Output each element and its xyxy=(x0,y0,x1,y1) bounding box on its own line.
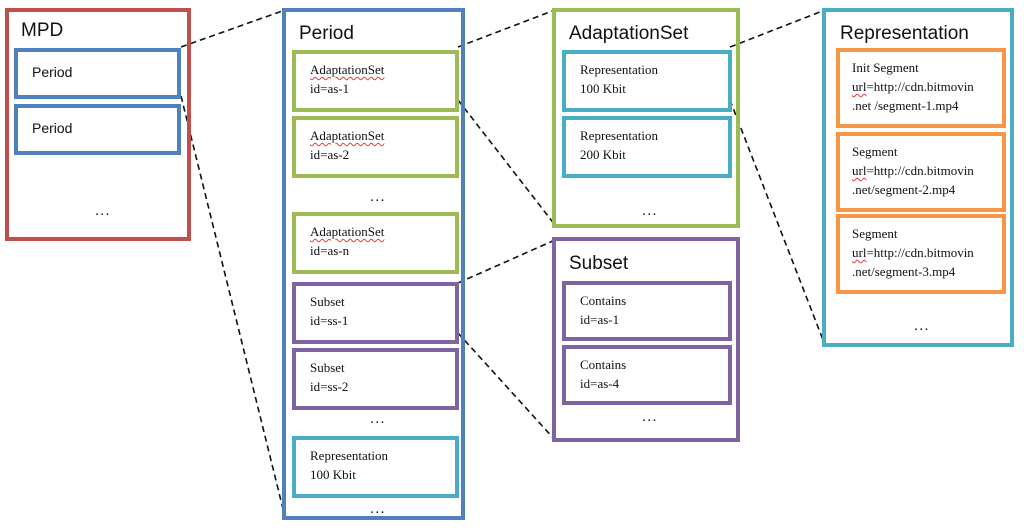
subset-box: Subset Contains id=as-1 Contains id=as-4… xyxy=(552,237,740,442)
adaptation-set-representation-1: Representation 100 Kbit xyxy=(562,50,732,112)
adaptation-set-1-id: id=as-1 xyxy=(310,81,350,96)
adaptation-set-n-id: id=as-n xyxy=(310,243,350,258)
adaptation-set-representation-2: Representation 200 Kbit xyxy=(562,116,732,178)
connector-period-adaptation-top xyxy=(457,9,556,48)
subset-2-id: id=ss-2 xyxy=(310,379,349,394)
period-representation: Representation 100 Kbit xyxy=(292,436,459,498)
subset-ellipsis: ... xyxy=(642,408,658,425)
representation-box: Representation Init Segment url=http://c… xyxy=(822,8,1014,347)
connector-mpd-period-bottom xyxy=(180,95,286,518)
subset-contains-2-id: id=as-4 xyxy=(580,376,620,391)
period-adaptation-set-1: AdaptationSet id=as-1 xyxy=(292,50,459,112)
adaptation-set-box: AdaptationSet Representation 100 Kbit Re… xyxy=(552,8,740,228)
mpd-period-2: Period xyxy=(14,104,181,155)
period-adaptation-set-2: AdaptationSet id=as-2 xyxy=(292,116,459,178)
subset-contains-1-id: id=as-1 xyxy=(580,312,620,327)
mpd-period-2-label: Period xyxy=(32,120,73,136)
segment-2-url-key: url xyxy=(852,163,867,178)
segment-2-url-rest: =http://cdn.bitmovin xyxy=(866,163,974,178)
period-adaptation-set-n: AdaptationSet id=as-n xyxy=(292,212,459,274)
as-representation-1-bitrate: 100 Kbit xyxy=(580,81,626,96)
period-subset-2: Subset id=ss-2 xyxy=(292,348,459,410)
period-box: Period AdaptationSet id=as-1 AdaptationS… xyxy=(282,8,465,520)
as-representation-2-bitrate: 200 Kbit xyxy=(580,147,626,162)
period-representation-name: Representation xyxy=(310,448,388,463)
adaptation-set-title: AdaptationSet xyxy=(569,23,689,44)
subset-1-name: Subset xyxy=(310,294,345,309)
segment-2: Segment url=http://cdn.bitmovin .net/seg… xyxy=(836,132,1006,212)
representation-title: Representation xyxy=(840,23,969,44)
adaptation-set-n-name: AdaptationSet xyxy=(310,224,385,239)
subset-contains-2: Contains id=as-4 xyxy=(562,345,732,405)
connector-mpd-period-top xyxy=(180,9,286,48)
init-segment-url-key: url xyxy=(852,79,867,94)
mpd-period-1-label: Period xyxy=(32,64,73,80)
as-representation-1-name: Representation xyxy=(580,62,658,77)
as-representation-2-name: Representation xyxy=(580,128,658,143)
period-subset-1: Subset id=ss-1 xyxy=(292,282,459,344)
connector-period-adaptation-bottom xyxy=(457,99,556,226)
adaptation-set-2-id: id=as-2 xyxy=(310,147,350,162)
mpd-title: MPD xyxy=(21,20,64,41)
segment-3-url-line2: .net/segment-3.mp4 xyxy=(852,264,956,279)
subset-title: Subset xyxy=(569,253,629,274)
subset-contains-1: Contains id=as-1 xyxy=(562,281,732,341)
init-segment: Init Segment url=http://cdn.bitmovin .ne… xyxy=(836,48,1006,128)
connector-period-subset-bottom xyxy=(457,332,556,441)
init-segment-name: Init Segment xyxy=(852,60,919,75)
mpd-period-1: Period xyxy=(14,48,181,99)
adaptation-set-ellipsis: ... xyxy=(642,202,658,219)
adaptation-set-1-name: AdaptationSet xyxy=(310,62,385,77)
subset-contains-2-name: Contains xyxy=(580,357,627,372)
mpd-ellipsis: ... xyxy=(95,202,111,219)
segment-3-name: Segment xyxy=(852,226,898,241)
subset-1-id: id=ss-1 xyxy=(310,313,349,328)
period-title: Period xyxy=(299,23,354,44)
period-representation-bitrate: 100 Kbit xyxy=(310,467,356,482)
connector-period-subset-top xyxy=(457,239,556,284)
subset-2-name: Subset xyxy=(310,360,345,375)
representation-ellipsis: ... xyxy=(914,317,930,334)
connector-adaptation-representation-bottom xyxy=(729,99,826,346)
segment-2-url-line2: .net/segment-2.mp4 xyxy=(852,182,956,197)
segment-3: Segment url=http://cdn.bitmovin .net/seg… xyxy=(836,214,1006,294)
init-segment-url-line2: .net /segment-1.mp4 xyxy=(852,98,959,113)
segment-2-name: Segment xyxy=(852,144,898,159)
subset-contains-1-name: Contains xyxy=(580,293,627,308)
mpd-box: MPD Period Period ... xyxy=(5,8,191,241)
period-ellipsis-3: ... xyxy=(370,500,386,517)
segment-3-url-key: url xyxy=(852,245,867,260)
init-segment-url-rest: =http://cdn.bitmovin xyxy=(866,79,974,94)
segment-3-url-rest: =http://cdn.bitmovin xyxy=(866,245,974,260)
period-ellipsis-2: ... xyxy=(370,410,386,427)
adaptation-set-2-name: AdaptationSet xyxy=(310,128,385,143)
connector-adaptation-representation-top xyxy=(729,9,826,48)
period-ellipsis-1: ... xyxy=(370,188,386,205)
